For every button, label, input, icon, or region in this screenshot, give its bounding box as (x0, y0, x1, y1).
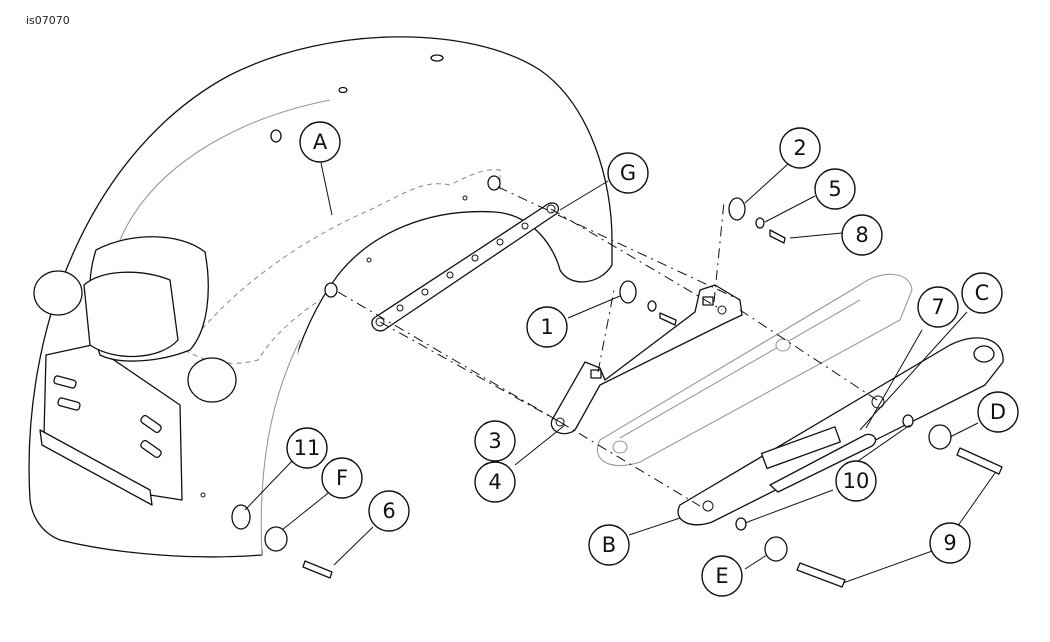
svg-text:D: D (990, 400, 1006, 424)
svg-text:10: 10 (843, 469, 870, 493)
leader-lines (244, 162, 996, 584)
svg-text:11: 11 (294, 436, 321, 460)
svg-text:6: 6 (382, 499, 395, 523)
svg-text:B: B (602, 533, 616, 557)
turn-signal-icon (33, 270, 237, 403)
svg-text:1: 1 (540, 315, 553, 339)
svg-text:7: 7 (931, 295, 944, 319)
callout-8: 8 (841, 214, 883, 256)
svg-text:4: 4 (488, 470, 501, 494)
svg-text:9: 9 (943, 531, 956, 555)
callout-1: 1 (526, 306, 568, 348)
callout-D: D (977, 391, 1019, 433)
callout-C: C (961, 272, 1003, 314)
fender-support-rail-icon (371, 202, 560, 332)
callout-10: 10 (835, 460, 877, 502)
callout-3: 3 (474, 420, 516, 462)
svg-text:A: A (313, 130, 328, 154)
screw-icon (231, 197, 1003, 588)
callout-4: 4 (474, 461, 516, 503)
figure-id-label: is07070 (26, 14, 70, 27)
license-plate-bracket-icon (39, 344, 183, 506)
callout-G: G (607, 152, 649, 194)
callout-6: 6 (368, 490, 410, 532)
ghost-strut-icon (597, 273, 913, 467)
callout-11: 11 (286, 427, 328, 469)
side-support-icon (677, 337, 1004, 526)
callout-9: 9 (929, 522, 971, 564)
callout-5: 5 (814, 168, 856, 210)
callout-B: B (588, 524, 630, 566)
svg-text:C: C (975, 281, 990, 305)
callout-2: 2 (779, 127, 821, 169)
callout-E: E (701, 555, 743, 597)
tail-lamp-icon (83, 236, 209, 362)
alignment-lines (337, 186, 881, 507)
callout-F: F (321, 457, 363, 499)
svg-text:8: 8 (855, 223, 868, 247)
svg-text:5: 5 (828, 177, 841, 201)
svg-text:F: F (336, 466, 348, 490)
svg-text:E: E (715, 564, 728, 588)
callout-A: A (299, 121, 341, 163)
svg-text:3: 3 (488, 429, 501, 453)
callout-7: 7 (917, 286, 959, 328)
svg-text:G: G (620, 161, 636, 185)
svg-text:2: 2 (793, 136, 806, 160)
